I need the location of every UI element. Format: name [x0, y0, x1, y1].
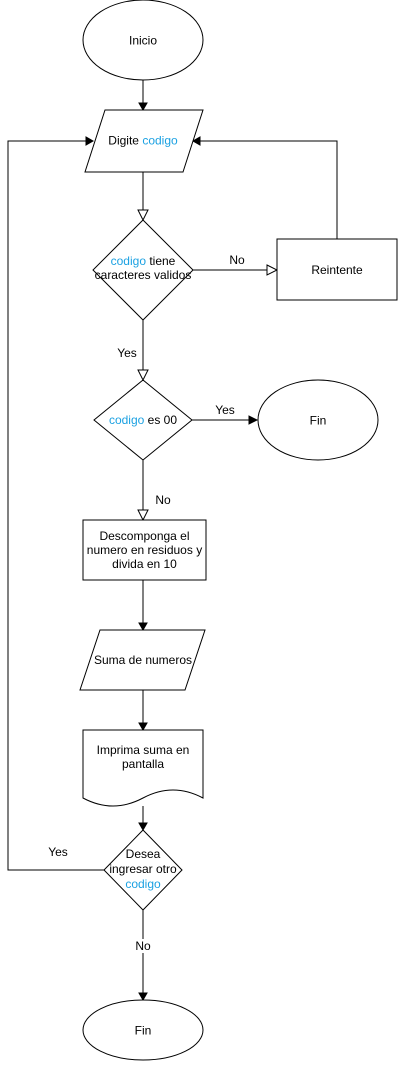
arrowhead [138, 722, 148, 732]
label-bg [46, 845, 70, 859]
arrowhead [137, 369, 149, 382]
print-document: Imprima suma en pantalla [82, 729, 204, 807]
sum-label: Suma de numeros [94, 653, 192, 667]
ask-again-decision: Desea ingresar otro codigo [103, 829, 183, 911]
label-bg [213, 403, 237, 417]
start-label: Inicio [129, 34, 157, 48]
again-yes-label: Yes [48, 845, 68, 859]
sum-parallelogram: Suma de numeros [79, 629, 206, 691]
end-early-label: Fin [310, 414, 327, 428]
zero-check-label: codigo es 00 [109, 413, 177, 427]
decompose-label-line2: numero en residuos y [87, 543, 202, 557]
label-bg [227, 254, 247, 267]
arrowhead [137, 209, 149, 222]
end-terminal-final: Fin [82, 999, 204, 1061]
edge-retry-back-to-input [200, 140, 338, 239]
input-code-label: Digite codigo [108, 134, 178, 148]
valid-chars-label-line2: caracteres validos [95, 268, 192, 282]
arrowhead [191, 136, 201, 146]
ask-again-label-line2: ingresar otro [109, 862, 177, 876]
label-bg [133, 939, 153, 953]
valid-chars-decision: codigo tiene caracteres validos [92, 219, 194, 321]
arrowhead [138, 102, 148, 112]
arrowhead [138, 822, 148, 832]
arrowhead [138, 992, 148, 1002]
valid-yes-label: Yes [117, 346, 137, 360]
end-final-label: Fin [135, 1024, 152, 1038]
print-label-line2: pantalla [122, 757, 164, 771]
zero-no-label: No [155, 493, 171, 507]
retry-label: Reintente [311, 263, 363, 277]
again-no-label: No [135, 939, 151, 953]
start-terminal: Inicio [82, 0, 204, 81]
print-label-line1: Imprima suma en [97, 743, 190, 757]
zero-yes-label: Yes [215, 403, 235, 417]
arrowhead [138, 622, 148, 632]
ask-again-label-line3: codigo [125, 877, 161, 891]
retry-process: Reintente [276, 238, 398, 301]
ask-again-label-line1: Desea [126, 847, 161, 861]
decompose-label-line1: Descomponga el [99, 529, 189, 543]
arrowhead [266, 264, 279, 276]
decompose-label-line3: divida en 10 [112, 557, 177, 571]
zero-check-decision: codigo es 00 [93, 379, 193, 461]
end-terminal-early: Fin [257, 379, 379, 461]
arrowhead [85, 136, 95, 146]
edge-ask-yes-back-to-input [7, 140, 104, 871]
arrowhead [137, 509, 149, 522]
label-bg [115, 346, 139, 360]
decompose-process: Descomponga el numero en residuos y divi… [82, 519, 207, 581]
valid-chars-label-line1: codigo tiene [111, 254, 176, 268]
input-code-parallelogram: Digite codigo [84, 109, 204, 173]
label-bg [153, 493, 173, 507]
arrowhead [248, 415, 259, 425]
valid-no-label: No [229, 253, 245, 267]
